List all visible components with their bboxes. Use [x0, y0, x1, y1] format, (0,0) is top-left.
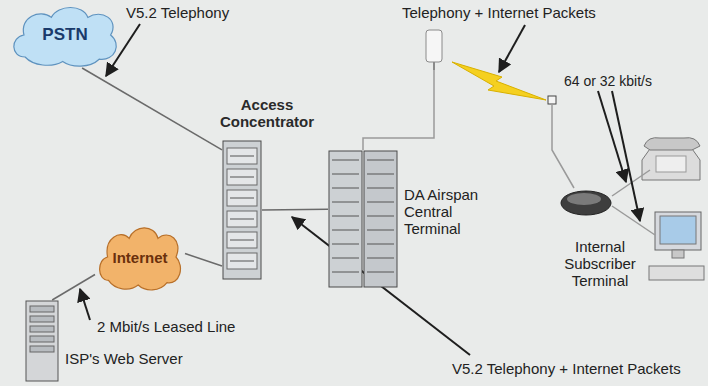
central-terminal-rack: DA Airspan Central Terminal	[328, 150, 398, 288]
cloud-label: PSTN	[42, 25, 87, 45]
computer	[649, 212, 704, 280]
link-label: Telephony + Internet Packets	[400, 4, 598, 22]
feeder-wire	[363, 70, 434, 150]
web-server: ISP's Web Server	[25, 300, 59, 382]
node-heading: Access Concentrator	[217, 96, 317, 130]
modem-shape	[560, 188, 612, 216]
computer-wire	[612, 206, 655, 235]
link-label: V5.2 Telephony + Internet Packets	[450, 360, 683, 378]
antenna	[426, 30, 442, 62]
node-heading: ISP's Web Server	[65, 350, 195, 367]
server-shape	[25, 300, 59, 382]
access-concentrator-rack: Access Concentrator	[222, 140, 262, 280]
pointer-arrow	[612, 91, 640, 221]
subscriber-antenna	[548, 96, 556, 104]
rack2-shape	[328, 150, 398, 288]
telephone	[642, 138, 700, 180]
network-link	[185, 254, 222, 267]
subscriber-terminal: Internal Subscriber Terminal	[560, 188, 612, 216]
antenna-mast	[433, 62, 435, 70]
subscriber-wire	[552, 104, 574, 188]
cloud-label: Internet	[112, 249, 167, 266]
link-label: 64 or 32 kbit/s	[562, 72, 654, 90]
rack-shape	[222, 140, 262, 280]
node-heading: Internal Subscriber Terminal	[550, 238, 650, 289]
pstn-cloud: PSTN	[8, 2, 122, 68]
network-link	[52, 275, 95, 301]
pointer-arrow	[499, 25, 525, 72]
pointer-arrow	[80, 289, 90, 320]
radio-link-bolt	[452, 62, 546, 100]
link-label: V5.2 Telephony	[124, 4, 231, 22]
link-label: 2 Mbit/s Leased Line	[95, 318, 237, 336]
network-link	[82, 68, 222, 150]
internet-cloud: Internet	[95, 222, 185, 292]
network-link	[262, 209, 328, 211]
node-heading: DA Airspan Central Terminal	[404, 186, 496, 237]
